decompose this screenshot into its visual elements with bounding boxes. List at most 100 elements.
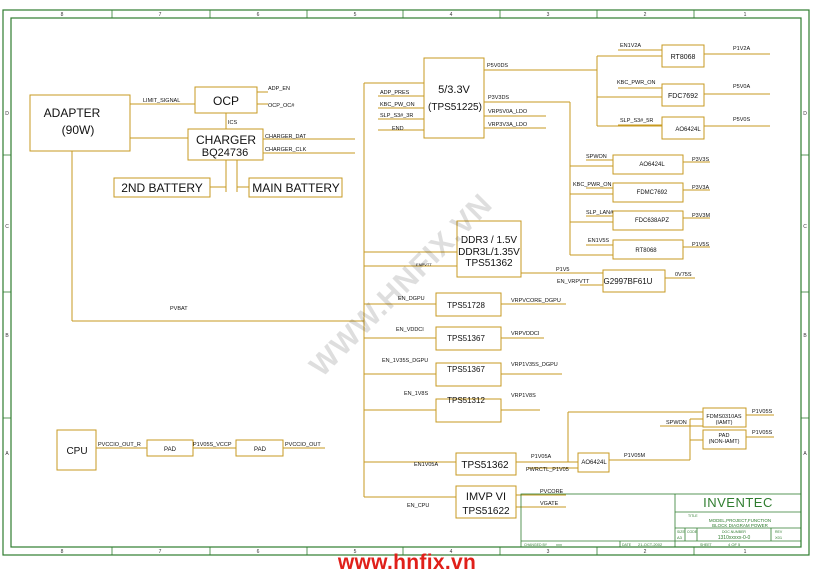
- signal-label: EN_1V8S: [404, 391, 428, 397]
- signal-label: PVCCIO_OUT_R: [98, 442, 141, 448]
- signal-label: P1V05S: [752, 409, 773, 415]
- signal-label: CHARGER_CLK: [265, 147, 307, 153]
- tps51367-label: TPS51367: [447, 365, 485, 374]
- fdms0310as-label: FDMS0310AS: [706, 414, 741, 420]
- sheet-label: SHEET: [700, 543, 713, 547]
- col-num: 8: [61, 549, 64, 555]
- signal-label: VRP5V0A_LDO: [488, 109, 528, 115]
- pad-label: PAD: [254, 447, 267, 453]
- ddr-label: TPS51362: [465, 258, 513, 269]
- signal-label: ICS: [228, 120, 238, 126]
- signal-label: EN_CPU: [407, 503, 429, 509]
- title-block: INVENTEC TITLE MODEL,PROJECT,FUNCTION BL…: [520, 493, 802, 548]
- signal-label: P3V3M: [692, 213, 710, 219]
- signal-label: OCP_OC#: [268, 103, 295, 109]
- signal-label: EN_1V35S_DGPU: [382, 358, 428, 364]
- signal-label: VRPVDDCI: [511, 331, 540, 337]
- signal-label: P5V0DS: [487, 63, 508, 69]
- signal-label: LIMIT_SIGNAL: [143, 98, 180, 104]
- title-text: MODEL,PROJECT,FUNCTION: [709, 518, 771, 523]
- signal-label: ENPVTT: [416, 262, 432, 267]
- signal-label: CHARGER_DAT: [265, 134, 307, 140]
- pad-label: PAD: [164, 447, 177, 453]
- row-letter: B: [803, 333, 807, 339]
- row-letters: D C B A D C B A: [5, 111, 807, 457]
- column-numbers-bottom: 8 7 6 5 4 3 2 1: [61, 549, 747, 555]
- ddr-label: DDR3 / 1.5V: [461, 235, 517, 246]
- frame-ticks: [3, 10, 809, 555]
- company-name: INVENTEC: [703, 495, 773, 510]
- col-num: 3: [547, 549, 550, 555]
- signal-label: EN1V2A: [620, 43, 641, 49]
- date-label: DATE: [622, 543, 632, 547]
- signal-label: PWRCTL_P1V05: [526, 467, 569, 473]
- signal-label: SLP_S3#_5R: [620, 118, 653, 124]
- signal-label: EN1V05A: [414, 462, 438, 468]
- fdc638apz-label: FDC638APZ: [635, 218, 669, 224]
- signal-label: P1V05S_VCCP: [193, 442, 232, 448]
- row-letter: B: [5, 333, 9, 339]
- ocp-label: OCP: [213, 94, 239, 108]
- col-num: 8: [61, 12, 64, 18]
- imvp-label: TPS51622: [462, 506, 510, 517]
- row-letter: A: [5, 451, 9, 457]
- date-value: 21-OCT-2002: [638, 542, 663, 547]
- imvp-label: IMVP VI: [466, 491, 506, 503]
- signal-label: VRP1V35S_DGPU: [511, 362, 558, 368]
- tps51728-label: TPS51728: [447, 301, 485, 310]
- tps51362-label: TPS51362: [461, 460, 509, 471]
- row-letter: D: [803, 111, 807, 117]
- sheet-value: 4 OF 5: [728, 542, 741, 547]
- code-label: CODE: [687, 530, 698, 534]
- wires: [71, 49, 774, 508]
- ddr-label: DDR3L/1.35V: [458, 247, 520, 258]
- col-num: 4: [450, 12, 453, 18]
- col-num: 1: [744, 12, 747, 18]
- col-num: 1: [744, 549, 747, 555]
- tps51225-label: 5/3.3V: [438, 84, 470, 96]
- signal-label: P1V2A: [733, 46, 750, 52]
- signal-label: P1V05A: [531, 454, 552, 460]
- cpu-label: CPU: [66, 446, 87, 457]
- fdms0310as-label: (IAMT): [716, 420, 733, 426]
- battery-main-label: MAIN BATTERY: [252, 181, 340, 195]
- docnum-label: DOC.NUMBER: [722, 530, 746, 534]
- rev-value: X01: [775, 535, 783, 540]
- signal-label: END: [392, 126, 404, 132]
- signal-label: ADP_EN: [268, 86, 290, 92]
- row-letter: C: [803, 224, 807, 230]
- signal-label: KBC_PWR_ON: [617, 80, 656, 86]
- rev-label: REV: [775, 530, 783, 534]
- signal-label: PVCCIO_OUT: [285, 442, 321, 448]
- adapter-label: ADAPTER: [44, 106, 101, 120]
- title-text: BLOCK DIAGRAM POWER: [712, 523, 769, 528]
- charger-label: BQ24736: [202, 147, 248, 159]
- charger-label: CHARGER: [196, 133, 256, 147]
- ao6424l-label: AO6424L: [675, 127, 701, 133]
- changed-by-value: xxx: [556, 542, 562, 547]
- adapter-label: (90W): [62, 123, 95, 137]
- col-num: 2: [644, 549, 647, 555]
- docnum-value: 1310xxxxx-0-0: [718, 535, 751, 541]
- col-num: 4: [450, 549, 453, 555]
- col-num: 5: [354, 12, 357, 18]
- signal-label: P3V3A: [692, 185, 709, 191]
- site-url: www.hnfix.vn: [337, 551, 477, 574]
- signal-label: 0V75S: [675, 272, 692, 278]
- signal-label: EN_VDDCI: [396, 327, 424, 333]
- fdc7692-label: FDC7692: [668, 93, 698, 100]
- signal-label: SPWON: [586, 154, 607, 160]
- signal-label: PVBAT: [170, 306, 188, 312]
- signal-label: P1V05S: [752, 430, 773, 436]
- signal-label: EN1V5S: [588, 238, 609, 244]
- rt8068-label: RT8068: [635, 248, 657, 254]
- signal-label: SPWON: [666, 420, 687, 426]
- column-numbers-top: 8 7 6 5 4 3 2 1: [61, 12, 747, 18]
- title-label: TITLE: [688, 514, 698, 518]
- row-letter: C: [5, 224, 9, 230]
- ao6424l-label: AO6424L: [639, 162, 665, 168]
- tps51367-label: TPS51367: [447, 334, 485, 343]
- rt8068-label: RT8068: [671, 54, 696, 61]
- pad-label: (NON-IAMT): [709, 439, 740, 445]
- col-num: 5: [354, 549, 357, 555]
